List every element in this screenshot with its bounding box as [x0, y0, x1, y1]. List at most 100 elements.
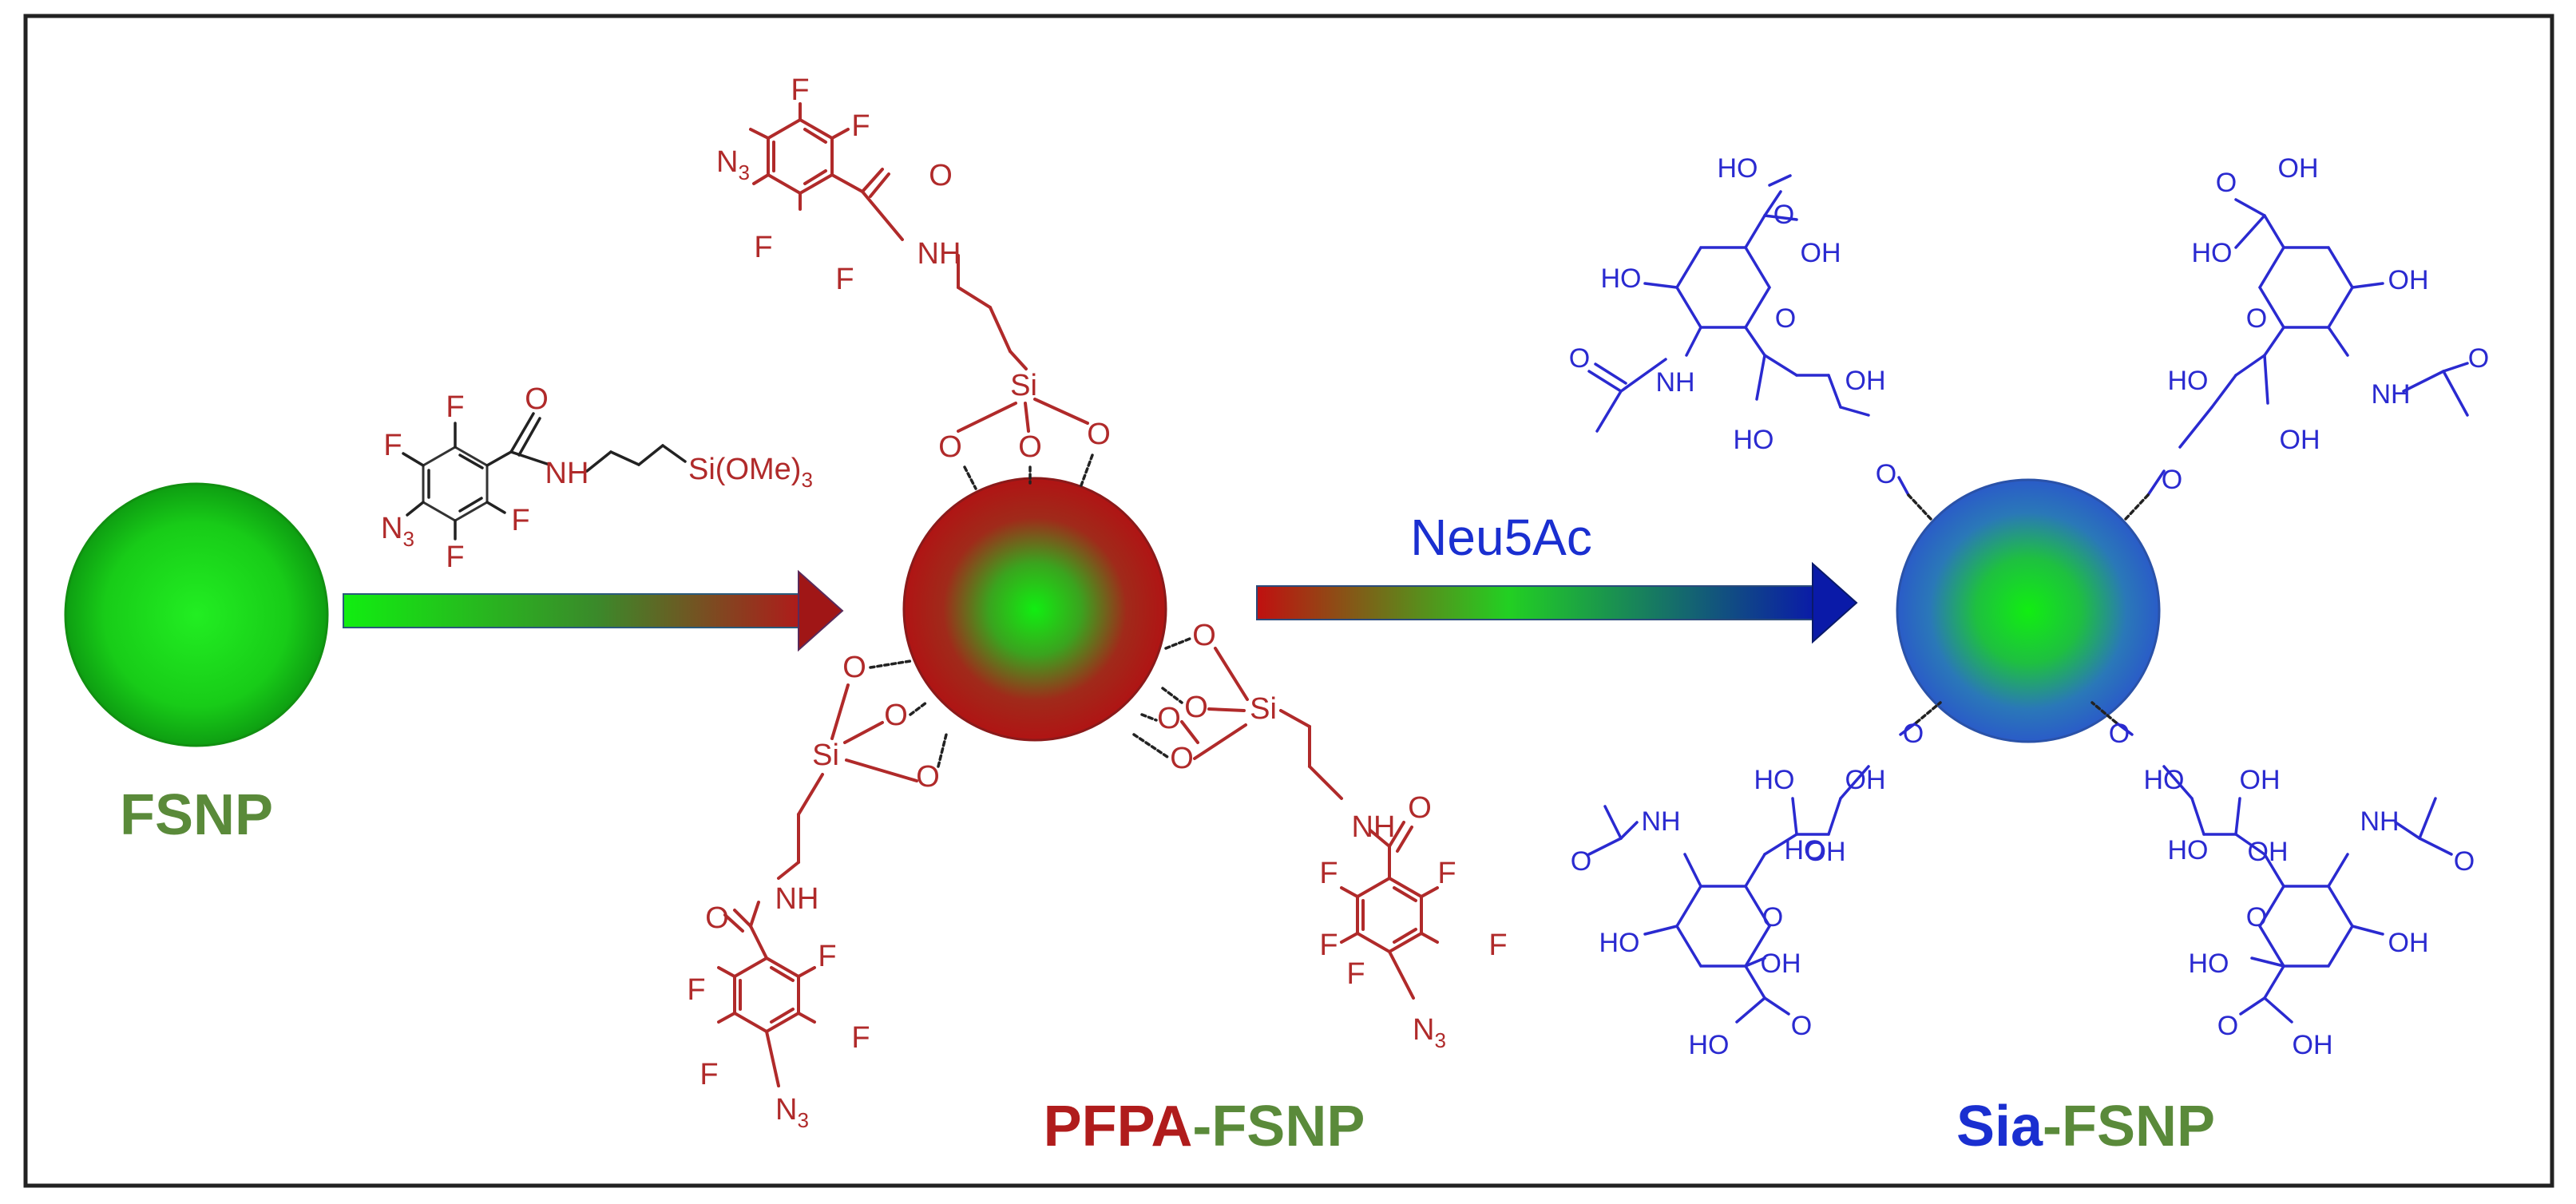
atom-o: O — [1192, 619, 1216, 652]
atom-f: F — [1319, 857, 1338, 890]
sia-fsnp-label: Sia-FSNP — [1956, 1095, 2215, 1158]
atom-f: F — [699, 1058, 718, 1091]
atom-nh: NH — [1641, 806, 1680, 837]
atom-oh: OH — [2388, 928, 2429, 958]
atom-f: F — [1346, 957, 1365, 991]
atom-f: F — [1437, 857, 1456, 890]
atom-f: F — [791, 73, 809, 107]
neu5ac-label: Neu5Ac — [1410, 509, 1592, 566]
atom-nh: NH — [1655, 367, 1694, 398]
atom-o: O — [916, 760, 940, 794]
atom-si: Si — [1010, 369, 1037, 402]
atom-o: O — [1087, 418, 1111, 451]
atom-si: Si — [1250, 692, 1277, 726]
atom-ho: HO — [2192, 238, 2233, 268]
atom-o: O — [2454, 846, 2475, 877]
atom-nh: NH — [2360, 806, 2399, 837]
atom-f: F — [818, 940, 836, 973]
atom-o: O — [2216, 168, 2237, 198]
atom-o: O — [1408, 791, 1432, 825]
pfpa-arm-bottom-right: O O O O Si NH O F F F F F N3 — [1132, 619, 1508, 1052]
atom-nh: NH — [775, 882, 819, 916]
reagent-f-right: F — [511, 504, 529, 537]
atom-ho: HO — [1689, 1030, 1730, 1060]
atom-oh: OH — [1845, 765, 1886, 795]
atom-o: O — [2246, 902, 2267, 933]
atom-o: O — [1876, 459, 1896, 489]
atom-oh: OH — [1845, 366, 1886, 396]
atom-si: Si — [812, 739, 839, 772]
atom-oh: OH — [2280, 425, 2320, 455]
atom-n3: N3 — [775, 1093, 809, 1132]
atom-o: O — [1762, 902, 1783, 933]
atom-ho: HO — [2144, 765, 2185, 795]
atom-f: F — [835, 263, 854, 296]
atom-f: F — [687, 973, 705, 1007]
atom-ho: HO — [1599, 928, 1640, 958]
atom-o: O — [2468, 343, 2489, 374]
atom-oh: OH — [2388, 265, 2429, 295]
atom-ho: HO — [1785, 835, 1825, 865]
atom-o: O — [1571, 846, 1591, 877]
atom-o: O — [929, 159, 953, 192]
reagent-f-left: F — [383, 429, 402, 462]
atom-n3: N3 — [716, 145, 750, 184]
atom-o: O — [2217, 1011, 2238, 1041]
atom-o: O — [1569, 343, 1590, 374]
atom-oh: OH — [2248, 837, 2289, 867]
atom-oh: OH — [2240, 765, 2281, 795]
atom-n3: N3 — [1413, 1013, 1446, 1052]
reagent-pfpa-silane: F O NH F F F N3 Si(OMe)3 — [381, 382, 813, 574]
figure-border — [23, 14, 2554, 1188]
atom-oh: OH — [1761, 949, 1801, 979]
atom-o: O — [1170, 742, 1194, 775]
pfpa-arm-top: F F N3 F F O NH Si O O O — [716, 73, 1111, 490]
fsnp-label: FSNP — [120, 783, 273, 847]
atom-o: O — [884, 699, 908, 732]
atom-ho: HO — [1601, 263, 1642, 294]
atom-o: O — [938, 430, 962, 464]
neu5ac-unit-top-right: O OH HO OH O HO NH O OH O — [2124, 153, 2489, 521]
atom-o: O — [2246, 303, 2267, 334]
atom-ho: HO — [1734, 425, 1774, 455]
neu5ac-unit-bottom-left: OH HO O HO OH NH O O HO OH O HO — [1571, 701, 1942, 1060]
atom-o: O — [1791, 1011, 1812, 1041]
atom-oh: OH — [1801, 238, 1841, 268]
atom-o: O — [2109, 719, 2130, 749]
reagent-si-ome: Si(OMe)3 — [688, 453, 813, 492]
atom-ho: HO — [1754, 765, 1795, 795]
reagent-nh: NH — [545, 457, 589, 490]
neu5ac-unit-bottom-right: O HO OH HO OH NH O O OH HO O OH — [2091, 701, 2475, 1060]
atom-o: O — [1184, 691, 1208, 724]
atom-o: O — [1773, 200, 1794, 230]
reaction-arrow-2 — [1256, 561, 1858, 644]
atom-o: O — [2162, 465, 2182, 495]
atom-oh: OH — [1805, 837, 1846, 867]
atom-f: F — [754, 231, 772, 264]
reagent-f-bottom: F — [446, 541, 464, 574]
atom-nh: NH — [917, 237, 961, 271]
atom-o: O — [1157, 702, 1181, 735]
atom-oh: OH — [2293, 1030, 2333, 1060]
atom-ho: HO — [2168, 835, 2209, 865]
atom-o: O — [842, 651, 866, 684]
atom-f: F — [851, 109, 870, 143]
reagent-n3: N3 — [381, 512, 414, 551]
fsnp-nanoparticle — [64, 482, 329, 747]
reaction-arrow-1 — [343, 569, 844, 652]
atom-f: F — [851, 1021, 870, 1055]
neu5ac-unit-top-left: HO O OH HO O NH O OH HO O — [1569, 153, 1932, 521]
atom-f: F — [1488, 929, 1507, 962]
atom-ho: HO — [2168, 366, 2209, 396]
reagent-o: O — [525, 382, 549, 416]
pfpa-arm-bottom-left: O O Si O NH O F F F F N3 — [687, 651, 948, 1132]
pfpa-fsnp-label: PFPA-FSNP — [1044, 1095, 1365, 1158]
sia-fsnp-nanoparticle — [1896, 478, 2161, 743]
atom-ho: HO — [1718, 153, 1758, 184]
atom-ho: HO — [2189, 949, 2229, 979]
atom-nh: NH — [1352, 810, 1396, 844]
reagent-f-top: F — [446, 390, 464, 424]
atom-o: O — [1018, 430, 1042, 464]
atom-o: O — [1775, 303, 1796, 334]
atom-o: O — [1903, 719, 1924, 749]
